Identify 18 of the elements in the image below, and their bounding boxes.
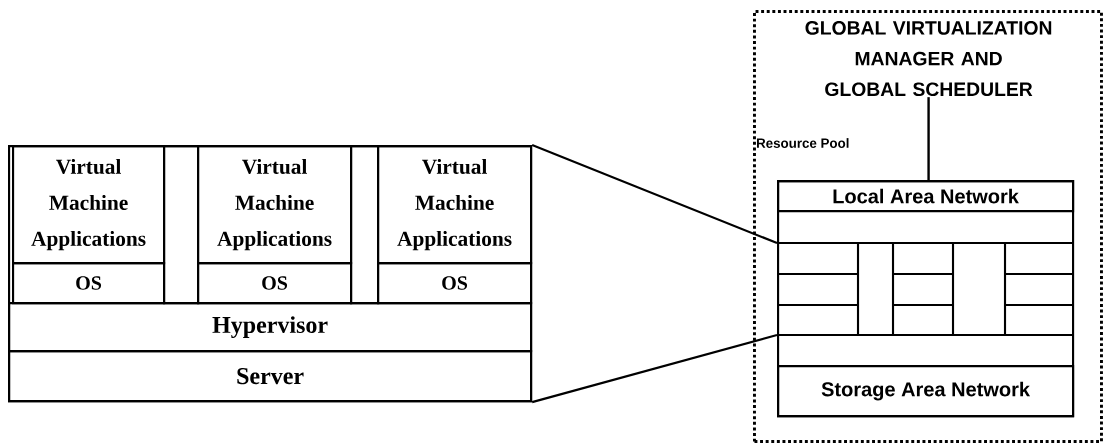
network-box: Storage Area Network (777, 365, 1075, 418)
gap-column (350, 145, 380, 305)
os-box: OS (12, 262, 166, 305)
application-box: Virtual Machine Applications (197, 145, 353, 265)
network-box: Local Area Network (777, 180, 1075, 213)
connector-line (927, 97, 930, 180)
dotted-frame (753, 10, 1103, 443)
os-box: OS (377, 262, 533, 305)
application-box: Virtual Machine Applications (377, 145, 533, 265)
application-box: Virtual Machine Applications (12, 145, 166, 265)
connector-line (531, 144, 778, 244)
pool-label: Resource Pool (756, 138, 849, 148)
manager-title: GLOBAL VIRTUALIZATION MANAGER AND GLOBAL SCHEDULER (805, 21, 1052, 97)
layer-box: Hypervisor (8, 302, 533, 353)
connector-line (531, 333, 778, 404)
os-box: OS (197, 262, 353, 305)
layer-box: Server (8, 350, 533, 403)
gap-column (163, 145, 200, 305)
